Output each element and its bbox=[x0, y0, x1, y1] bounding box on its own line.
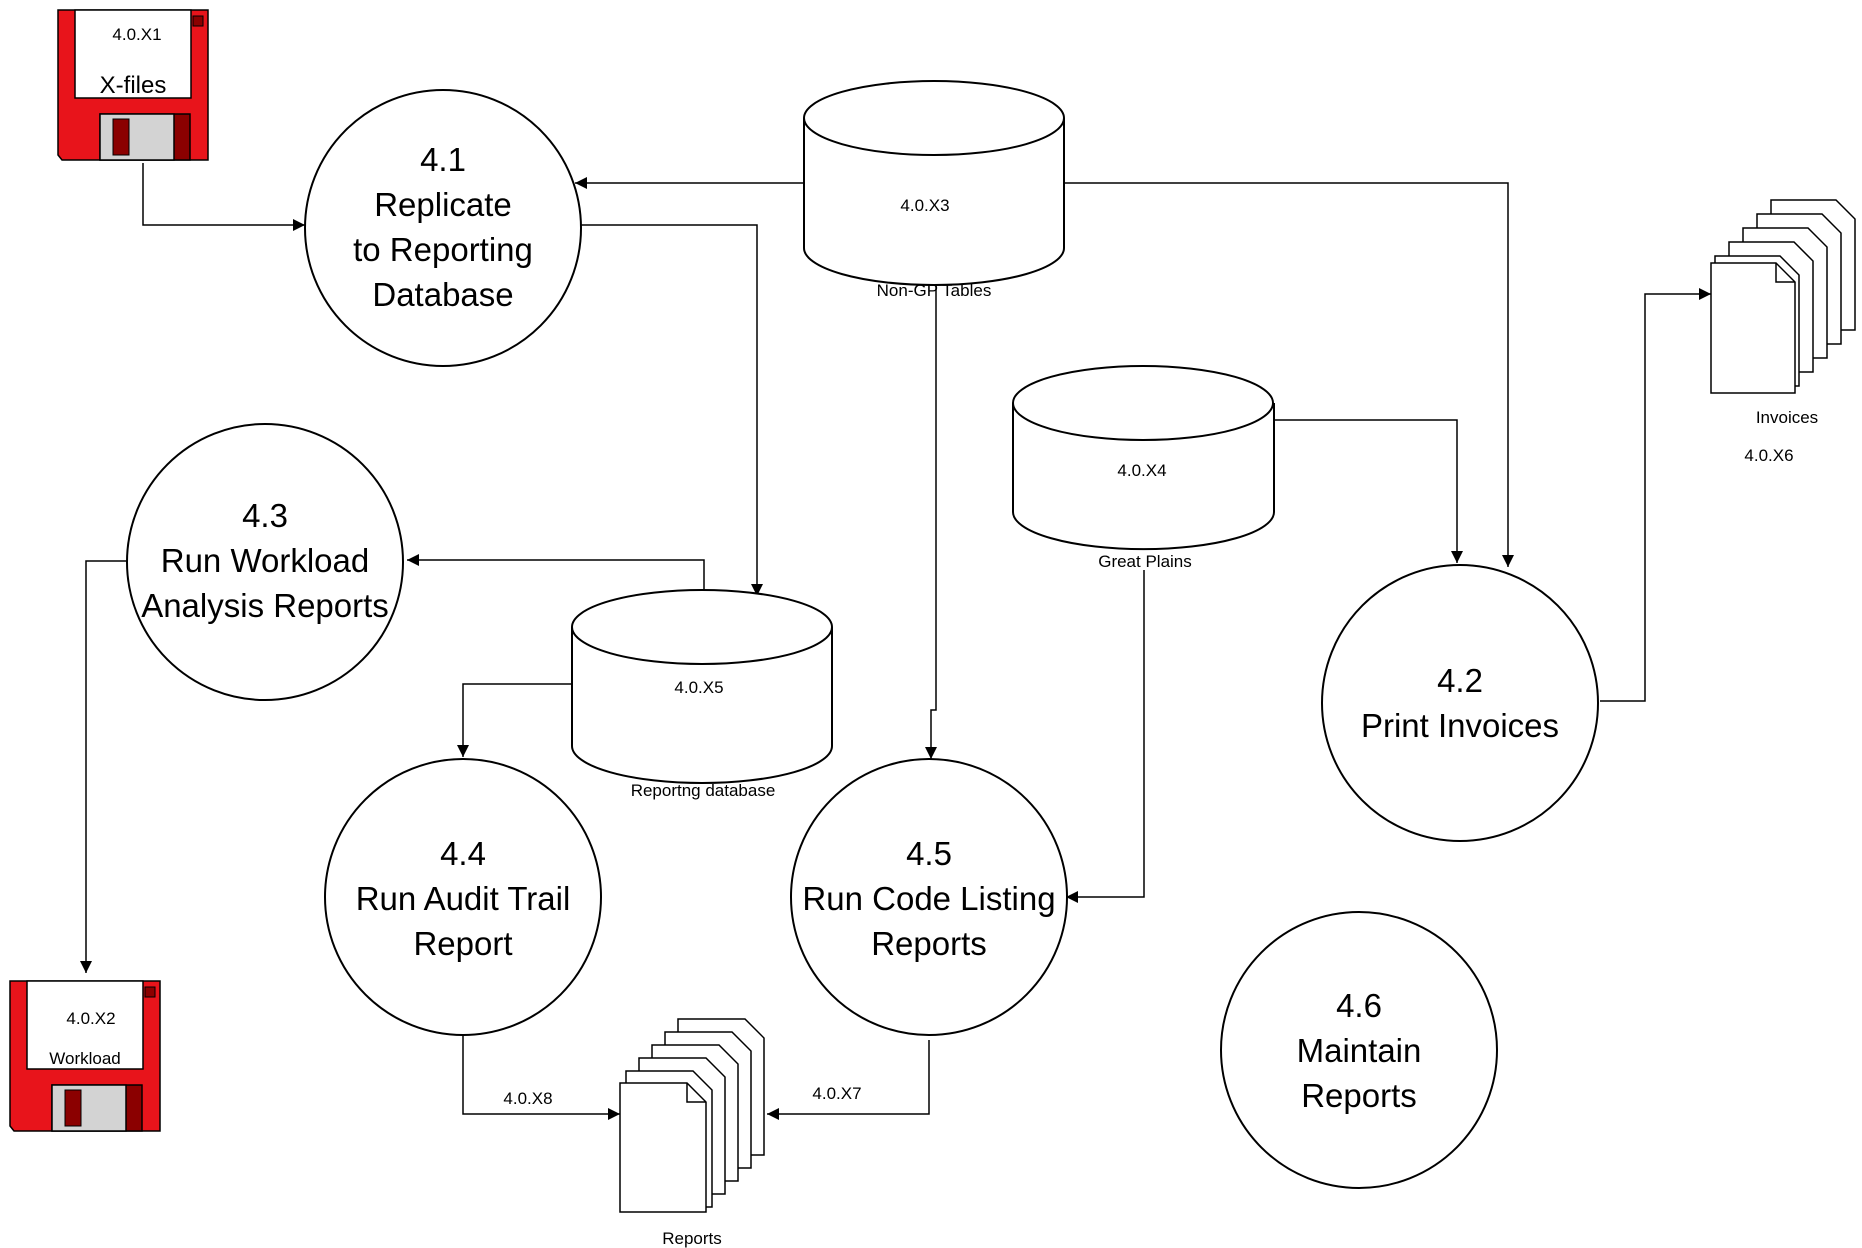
cylinder-top bbox=[803, 80, 1065, 156]
disk-label: Workload bbox=[49, 1049, 121, 1068]
page-fold bbox=[1775, 263, 1795, 283]
flow-x4-to-p42 bbox=[1275, 419, 1463, 563]
floppy-shutter bbox=[51, 1084, 127, 1132]
process-circle bbox=[1220, 911, 1498, 1189]
process-label-line: Run Workload bbox=[161, 542, 370, 579]
flow-label-x8: 4.0.X8 bbox=[503, 1089, 552, 1108]
cylinder-top bbox=[1012, 365, 1274, 441]
floppy-notch bbox=[144, 986, 156, 998]
store-label: Great Plains bbox=[1098, 552, 1192, 571]
process-number: 4.4 bbox=[440, 835, 486, 872]
flow-p42-to-invoices bbox=[1600, 288, 1711, 702]
store-id: 4.0.X5 bbox=[674, 678, 723, 697]
cylinder-body bbox=[1012, 403, 1275, 551]
process-4-1[interactable]: 4.1 Replicate to Reporting Database bbox=[304, 89, 582, 367]
process-label-line: Print Invoices bbox=[1361, 707, 1559, 744]
process-label-line: Run Code Listing bbox=[802, 880, 1055, 917]
store-label: Non-GP Tables bbox=[877, 281, 992, 300]
cylinder-top bbox=[571, 589, 833, 665]
process-circle bbox=[790, 758, 1068, 1036]
process-4-3[interactable]: 4.3 Run Workload Analysis Reports bbox=[126, 423, 404, 701]
process-circle bbox=[1321, 564, 1599, 842]
process-label-line: Report bbox=[413, 925, 512, 962]
flow-x1-to-p41 bbox=[142, 163, 305, 231]
floppy-label-area bbox=[74, 9, 192, 99]
process-4-2[interactable]: 4.2 Print Invoices bbox=[1321, 564, 1599, 842]
process-number: 4.3 bbox=[242, 497, 288, 534]
process-label-line: Database bbox=[372, 276, 513, 313]
process-4-5[interactable]: 4.5 Run Code Listing Reports bbox=[790, 758, 1068, 1036]
process-number: 4.1 bbox=[420, 141, 466, 178]
flow-p41-to-x5 bbox=[581, 224, 763, 596]
flows bbox=[80, 163, 1711, 1120]
process-label-line: Analysis Reports bbox=[141, 587, 389, 624]
document-page bbox=[1710, 262, 1796, 394]
cylinder-body bbox=[803, 118, 1065, 286]
process-label-line: Reports bbox=[1301, 1077, 1417, 1114]
flow-x3-to-p45 bbox=[925, 285, 937, 759]
process-circle bbox=[324, 758, 602, 1036]
process-label-line: Run Audit Trail bbox=[356, 880, 571, 917]
document-page bbox=[619, 1082, 707, 1213]
store-id: 4.0.X4 bbox=[1117, 461, 1166, 480]
process-number: 4.5 bbox=[906, 835, 952, 872]
floppy-window bbox=[64, 1089, 82, 1127]
flow-x4-to-p45 bbox=[1066, 570, 1145, 903]
process-circle bbox=[126, 423, 404, 701]
process-number: 4.6 bbox=[1336, 987, 1382, 1024]
process-label-line: Maintain bbox=[1297, 1032, 1422, 1069]
invoices-document-stack[interactable]: Invoices 4.0.X6 bbox=[1710, 199, 1856, 465]
flow-p45-to-reports bbox=[767, 1040, 930, 1120]
process-circle bbox=[304, 89, 582, 367]
document-id: 4.0.X6 bbox=[1744, 446, 1793, 465]
data-store-x3[interactable]: 4.0.X3 Non-GP Tables bbox=[803, 80, 1065, 300]
process-label-line: to Reporting bbox=[353, 231, 533, 268]
disk-id: 4.0.X1 bbox=[112, 25, 161, 44]
floppy-disk-x2[interactable]: 4.0.X2 Workload bbox=[9, 980, 161, 1132]
disk-id: 4.0.X2 bbox=[66, 1009, 115, 1028]
reports-document-stack[interactable]: Reports bbox=[619, 1018, 765, 1248]
process-label-line: Reports bbox=[871, 925, 987, 962]
page-fold bbox=[686, 1083, 706, 1103]
process-number: 4.2 bbox=[1437, 662, 1483, 699]
disk-label: X-files bbox=[100, 72, 167, 99]
cylinder-body bbox=[571, 627, 833, 784]
data-store-x4[interactable]: 4.0.X4 Great Plains bbox=[1012, 365, 1275, 571]
floppy-window bbox=[112, 118, 130, 156]
store-label: Reportng database bbox=[631, 781, 776, 800]
process-4-6[interactable]: 4.6 Maintain Reports bbox=[1220, 911, 1498, 1189]
process-4-4[interactable]: 4.4 Run Audit Trail Report bbox=[324, 758, 602, 1036]
flow-x5-to-p44 bbox=[457, 683, 572, 757]
floppy-label-area bbox=[26, 980, 144, 1070]
flow-p43-to-x2 bbox=[80, 560, 128, 973]
flow-label-x7: 4.0.X7 bbox=[812, 1084, 861, 1103]
process-label-line: Replicate bbox=[374, 186, 512, 223]
store-id: 4.0.X3 bbox=[900, 196, 949, 215]
floppy-disk-x1[interactable]: 4.0.X1 X-files bbox=[57, 9, 209, 161]
flow-p44-to-reports bbox=[462, 1035, 620, 1120]
document-label: Reports bbox=[662, 1229, 722, 1248]
data-store-x5[interactable]: 4.0.X5 Reportng database bbox=[571, 589, 833, 800]
floppy-notch bbox=[192, 15, 204, 27]
flow-x3-to-p42 bbox=[1065, 182, 1514, 567]
document-label: Invoices bbox=[1756, 408, 1818, 427]
floppy-shutter bbox=[99, 113, 175, 161]
